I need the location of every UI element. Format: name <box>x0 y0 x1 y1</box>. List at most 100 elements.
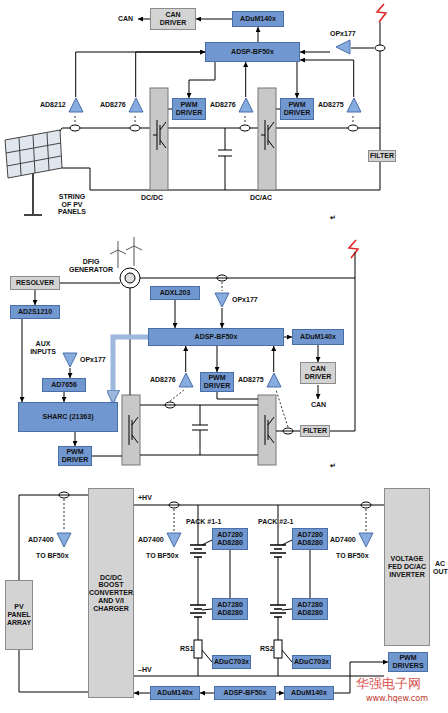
node-label: FILTER <box>303 427 327 435</box>
igbt-symbol <box>265 415 274 445</box>
amplifier-triangle <box>56 532 72 548</box>
power-wiring <box>318 385 319 399</box>
node-label: OPx177 <box>80 356 106 364</box>
amplifier-triangle <box>266 372 282 388</box>
node-label: PWM DRIVERS <box>391 654 425 669</box>
pv-panel-illustration <box>5 130 62 215</box>
node-label: PWM DRIVER <box>283 101 311 116</box>
amplifier-triangle <box>63 353 77 367</box>
node-label: DC/DC BOOST CONVERTER AND V/I CHARGER <box>89 574 133 612</box>
amplifier-triangle <box>215 293 229 307</box>
ic-box: ADuM140x <box>292 329 344 345</box>
node-label: AD7400 <box>28 536 54 544</box>
signal-connector <box>22 319 23 402</box>
sensor-ellipse <box>70 125 80 131</box>
wind-turbine <box>126 237 142 266</box>
sensor-ellipse <box>240 125 250 131</box>
ic-box: ADuM140x <box>232 11 284 27</box>
power-wiring <box>130 288 131 395</box>
gray-box: FILTER <box>368 150 396 162</box>
gray-box: FILTER <box>300 425 330 437</box>
ic-box: AD7280 AD8280 <box>292 528 328 550</box>
amplifier: OPx177 <box>62 352 106 368</box>
node-label: AD8212 <box>40 101 66 109</box>
node-label: ADSP-BF50x <box>224 689 267 697</box>
node-label: AD8276 <box>150 376 176 384</box>
node-label: PV PANEL ARRAY <box>7 603 31 626</box>
signal-connector <box>276 693 284 694</box>
label: DC/DC <box>141 194 163 202</box>
battery-cell <box>190 545 206 557</box>
label: RS1 <box>180 645 194 653</box>
gray-box: CAN DRIVER <box>150 8 196 30</box>
label: AC OUT <box>433 560 447 575</box>
wind-turbine <box>110 237 142 268</box>
label: STRING OF PV PANELS <box>56 193 88 216</box>
ic-box: AD7656 <box>42 378 86 392</box>
gray-box: DC/DC BOOST CONVERTER AND V/I CHARGER <box>88 488 134 698</box>
battery-cell <box>270 605 286 617</box>
node-label: AD8276 <box>100 101 126 109</box>
power-wiring <box>134 505 384 676</box>
label: TO BF50x <box>146 552 179 560</box>
ic-box: AD7280 AD8280 <box>212 598 248 620</box>
ic-box: PWM DRIVERS <box>388 652 428 672</box>
power-wiring <box>138 19 150 20</box>
igbt-symbol <box>129 120 274 445</box>
amplifier-triangle <box>336 40 350 54</box>
node-label: OPx177 <box>330 30 356 38</box>
node-label: AD8275 <box>318 101 344 109</box>
power-wiring <box>60 19 355 456</box>
label: AUX INPUTS <box>27 340 59 355</box>
amplifier: AD7400 <box>28 532 72 548</box>
signal-connector <box>300 60 354 97</box>
power-wiring <box>202 540 212 662</box>
power-wiring <box>60 283 120 284</box>
power-wiring <box>62 168 380 190</box>
ic-box: AD2S1210 <box>10 305 60 319</box>
amplifier-triangle <box>214 292 230 308</box>
switch-block <box>122 395 140 465</box>
amplifier: OPx177 <box>214 292 258 308</box>
label: ↵ <box>330 214 336 222</box>
power-wiring <box>140 252 355 431</box>
ic-box: AD7280 AD8280 <box>212 528 248 550</box>
signal-connector <box>297 62 298 98</box>
power-wiring <box>218 128 232 190</box>
node-label: AD7656 <box>51 381 77 389</box>
amplifier-triangle <box>238 97 254 113</box>
amplifier-triangle <box>359 533 373 547</box>
node-label: PWM DRIVER <box>61 448 89 463</box>
amplifier: AD8275 <box>318 97 362 113</box>
power-wiring <box>19 495 384 692</box>
signal-connector <box>230 550 231 598</box>
amplifier-triangle <box>129 98 143 112</box>
ic-box: ADXL203 <box>150 286 200 300</box>
signal-connector <box>189 62 215 98</box>
power-wiring <box>282 540 292 662</box>
node-label: CAN DRIVER <box>153 11 193 26</box>
power-wiring <box>217 392 258 399</box>
label: CAN <box>311 401 326 409</box>
node-label: ADuM140x <box>300 333 336 341</box>
ic-box: PWM DRIVER <box>172 98 206 120</box>
node-label: AD7280 AD8280 <box>295 531 325 546</box>
pv-panel-illustration <box>6 133 61 175</box>
amplifier-triangle <box>68 97 84 113</box>
amplifier-triangle <box>335 39 351 55</box>
power-wiring <box>351 48 374 49</box>
ic-box: ADSP-BF50x <box>148 328 284 346</box>
amplifier: AD8276 <box>150 372 194 388</box>
amplifier: AD8275 <box>238 372 282 388</box>
lightning-symbol <box>349 4 386 258</box>
ic-box: ADuC703x <box>212 655 251 669</box>
label: RS2 <box>260 645 274 653</box>
amplifier: AD8276 <box>100 97 144 113</box>
ic-box: AD7280 AD8280 <box>292 598 328 620</box>
sensor-ellipse <box>130 125 140 131</box>
dfig-generator <box>125 273 135 283</box>
power-wiring <box>60 128 380 131</box>
amplifier: AD8276 <box>210 97 254 113</box>
node-label: ADuM140x <box>157 689 193 697</box>
label: 华强电子网 <box>356 677 421 691</box>
